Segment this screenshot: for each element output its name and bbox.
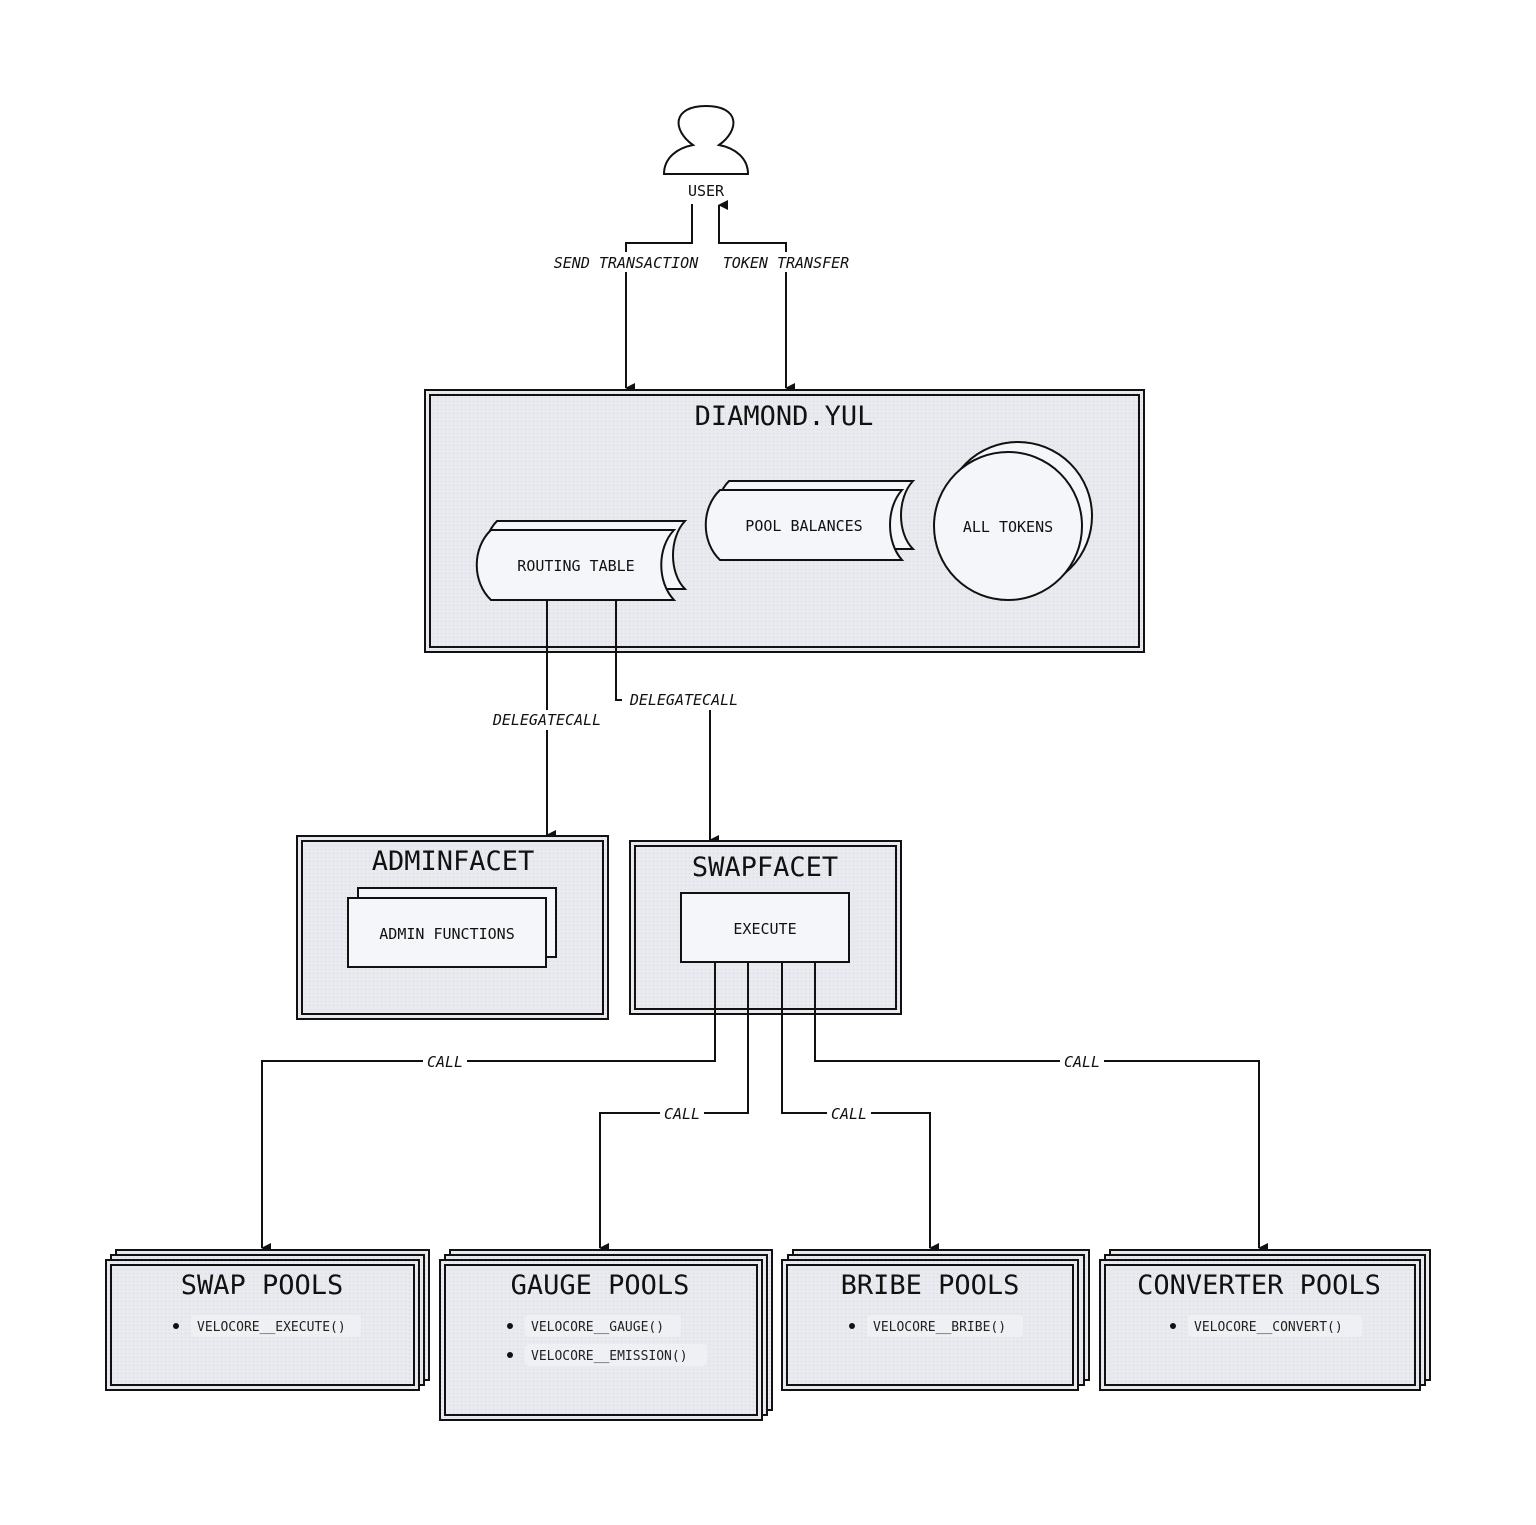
- all-tokens-label: ALL TOKENS: [963, 518, 1053, 536]
- swapfacet-container: SWAPFACET EXECUTE: [629, 840, 902, 1015]
- delegatecall-edges: DELEGATECALL DELEGATECALL: [485, 600, 746, 845]
- admin-functions-label: ADMIN FUNCTIONS: [379, 925, 514, 943]
- converter-pools-container: CONVERTER POOLS VELOCORE__CONVERT(): [1099, 1249, 1431, 1391]
- call-label-converter: CALL: [1064, 1053, 1100, 1071]
- user-edges: SEND TRANSACTION TOKEN TRANSFER: [544, 200, 860, 393]
- call-label-swap: CALL: [427, 1053, 463, 1071]
- pool-balances-shape: [704, 489, 905, 561]
- call-label-bribe: CALL: [831, 1105, 867, 1123]
- routing-table-shape: [475, 529, 677, 601]
- call-swap-pools-edge: [261, 962, 716, 1253]
- pool-balances-node: POOL BALANCES: [704, 480, 916, 561]
- diamond-title: DIAMOND.YUL: [695, 401, 874, 432]
- bribe-pools-item: VELOCORE__BRIBE(): [873, 1320, 1006, 1335]
- adminfacet-container: ADMINFACET ADMIN FUNCTIONS: [296, 835, 609, 1020]
- list-bullet: [173, 1323, 179, 1329]
- user-icon: [662, 104, 750, 175]
- swapfacet-title: SWAPFACET: [692, 852, 838, 883]
- all-tokens-node: ALL TOKENS: [933, 441, 1093, 601]
- routing-table-node: ROUTING TABLE: [475, 520, 688, 601]
- send-transaction-edge: [625, 204, 693, 393]
- execute-box: [680, 892, 850, 963]
- gauge-pools-container: GAUGE POOLS VELOCORE__GAUGE() VELOCORE__…: [439, 1249, 773, 1421]
- call-edges: CALL CALL CALL CALL: [261, 962, 1268, 1253]
- pool-balances-label: POOL BALANCES: [745, 517, 862, 535]
- bribe-pools-title: BRIBE POOLS: [841, 1270, 1020, 1301]
- all-tokens-shape: [933, 451, 1083, 601]
- send-transaction-label: SEND TRANSACTION: [554, 254, 699, 272]
- swap-pools-item: VELOCORE__EXECUTE(): [197, 1320, 346, 1335]
- token-transfer-label: TOKEN TRANSFER: [723, 254, 849, 272]
- diamond-container: DIAMOND.YUL ROUTING TABLE POOL BALANCES …: [424, 389, 1145, 653]
- gauge-pools-item: VELOCORE__EMISSION(): [531, 1349, 688, 1364]
- user-label: USER: [688, 182, 725, 200]
- routing-table-label: ROUTING TABLE: [517, 557, 634, 575]
- delegatecall-admin-label: DELEGATECALL: [492, 711, 601, 729]
- call-converter-pools-edge: [814, 962, 1268, 1253]
- converter-pools-item: VELOCORE__CONVERT(): [1194, 1320, 1343, 1335]
- swap-pools-title: SWAP POOLS: [181, 1270, 344, 1301]
- converter-pools-title: CONVERTER POOLS: [1137, 1270, 1381, 1301]
- list-bullet: [1170, 1323, 1176, 1329]
- gauge-pools-item: VELOCORE__GAUGE(): [531, 1320, 664, 1335]
- list-bullet: [507, 1323, 513, 1329]
- delegatecall-swap-label: DELEGATECALL: [629, 691, 738, 709]
- token-transfer-edge-down: [718, 200, 787, 388]
- swap-pools-container: SWAP POOLS VELOCORE__EXECUTE(): [105, 1249, 430, 1391]
- admin-functions-box: [347, 897, 547, 968]
- bribe-pools-container: BRIBE POOLS VELOCORE__BRIBE(): [781, 1249, 1090, 1391]
- list-bullet: [507, 1352, 513, 1358]
- execute-label: EXECUTE: [733, 920, 796, 938]
- call-label-gauge: CALL: [664, 1105, 700, 1123]
- user-node: USER: [662, 104, 750, 200]
- list-bullet: [849, 1323, 855, 1329]
- gauge-pools-title: GAUGE POOLS: [511, 1270, 690, 1301]
- adminfacet-title: ADMINFACET: [372, 846, 535, 877]
